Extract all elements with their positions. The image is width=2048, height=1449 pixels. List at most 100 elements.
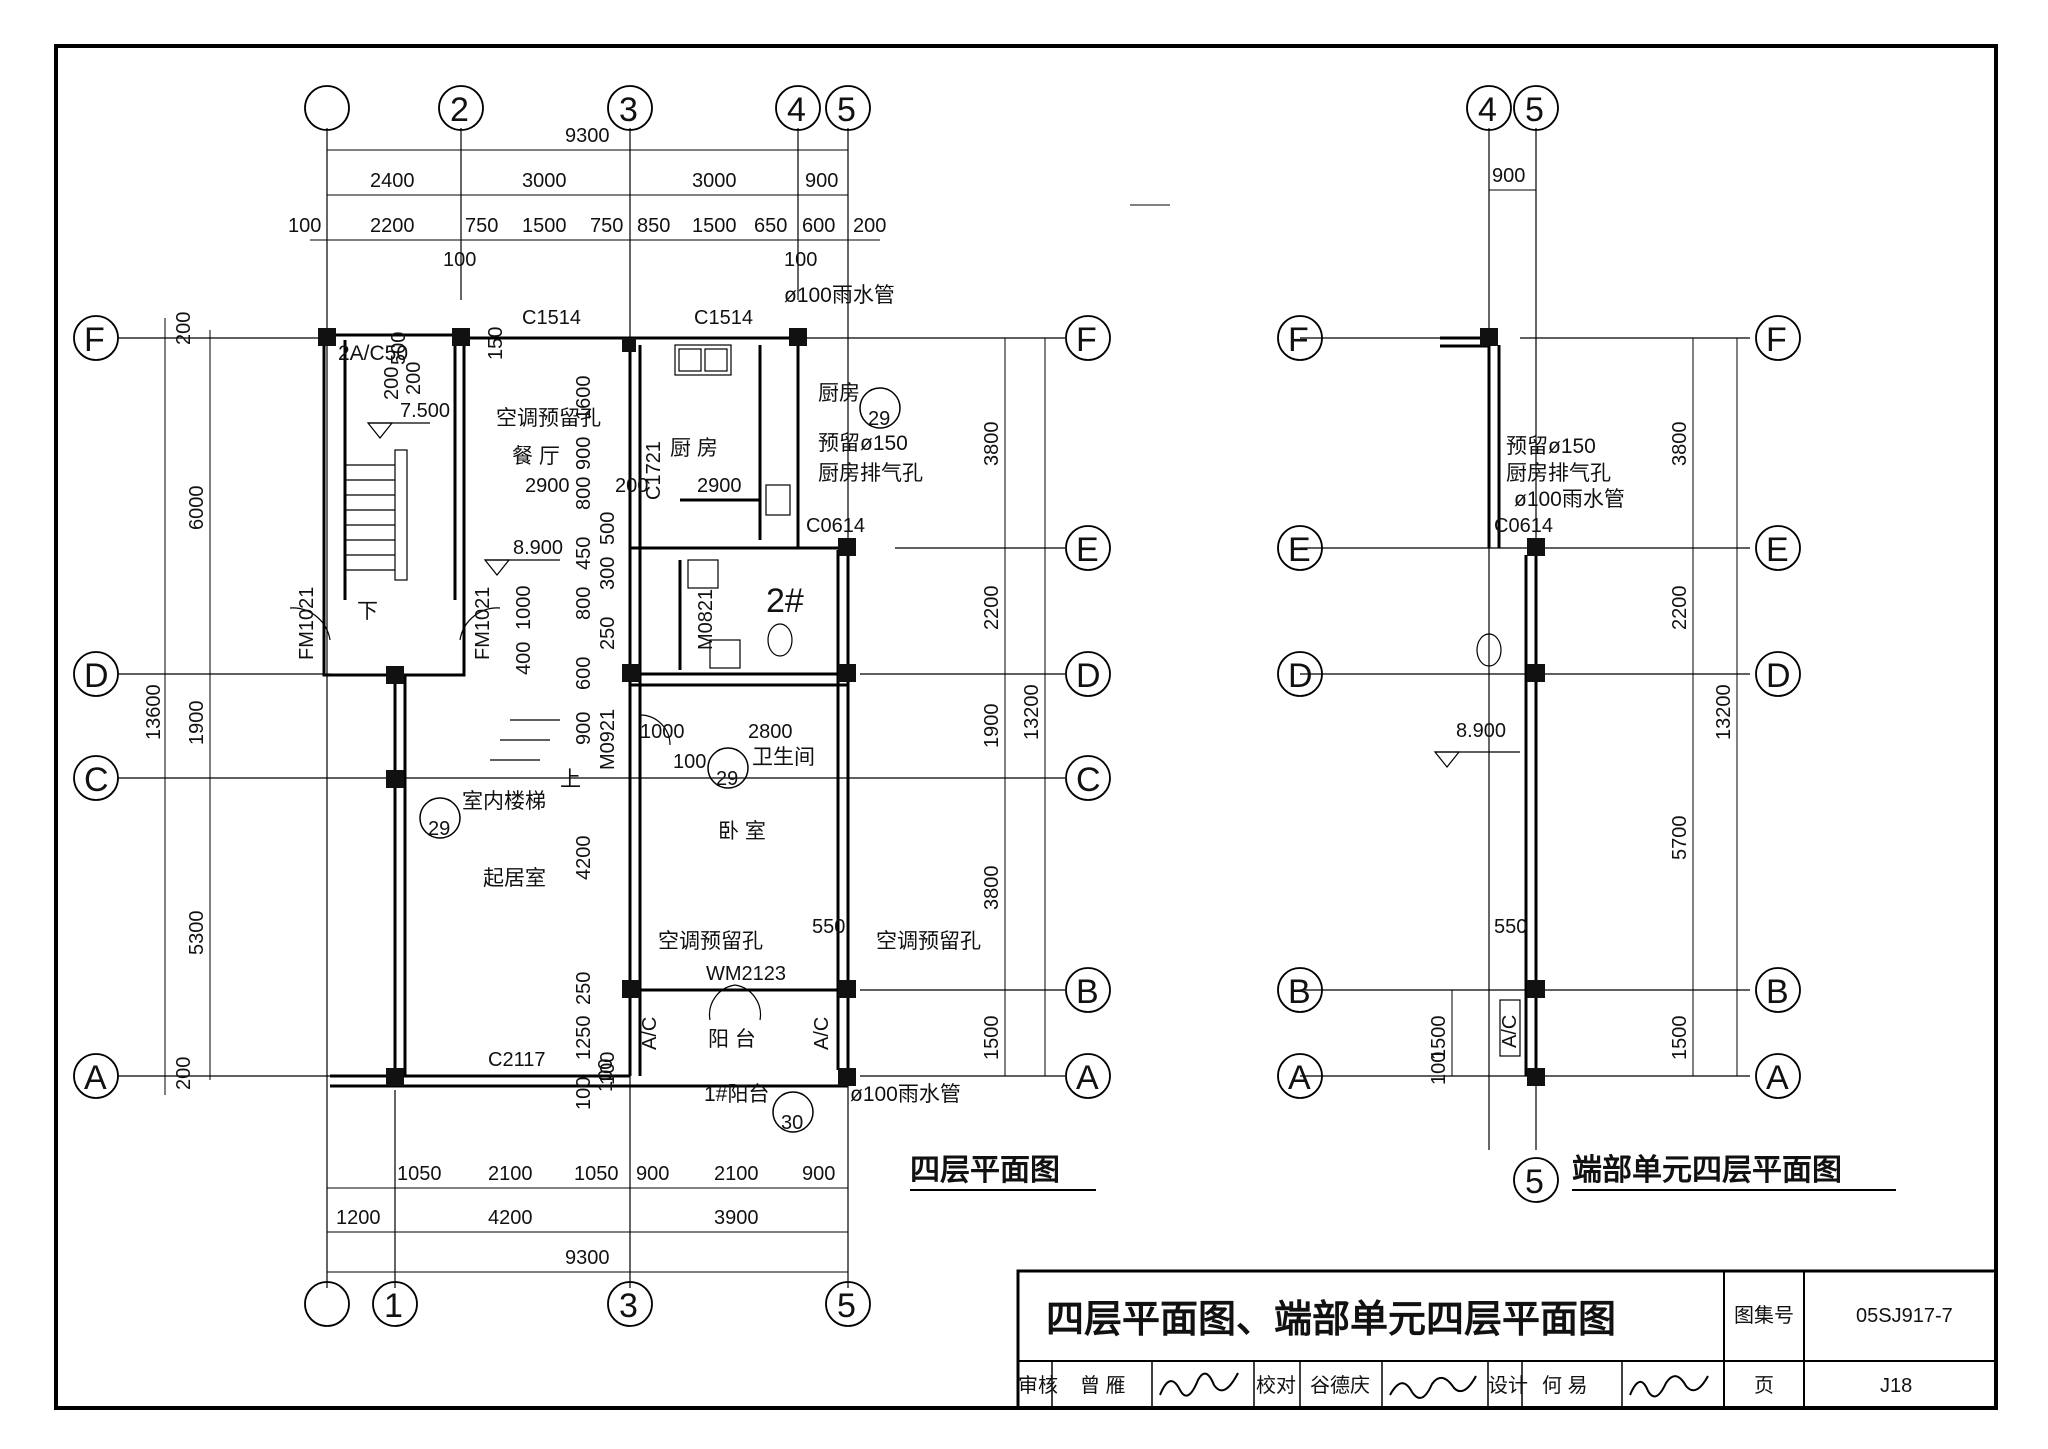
svg-text:450: 450	[573, 537, 595, 570]
note-vent-1: 预留ø150	[818, 432, 908, 455]
side-axis-e-left: E	[1288, 531, 1311, 569]
callout-wc-sheet: 29	[716, 768, 738, 790]
svg-text:200: 200	[615, 475, 648, 497]
note-ac-hole-2: 空调预留孔	[658, 930, 763, 953]
door-wm2123: WM2123	[706, 963, 786, 985]
door-m0821: M0821	[695, 589, 717, 650]
note-wc: 卫生间	[752, 746, 815, 769]
dim-top-small-2: 100	[784, 249, 817, 271]
svg-text:800: 800	[573, 587, 595, 620]
axis-label-f-left: F	[84, 321, 105, 359]
callout-balcony-sheet: 30	[781, 1112, 803, 1134]
svg-text:1600: 1600	[573, 376, 595, 421]
dim-left-1900: 1900	[186, 701, 208, 746]
svg-text:300: 300	[597, 557, 619, 590]
note-vent-2: 厨房排气孔	[818, 462, 923, 485]
svg-text:200: 200	[403, 362, 425, 395]
dim-top-r1-1: 2400	[370, 170, 415, 192]
columns	[318, 328, 856, 1086]
axis-label-e-right: E	[1076, 531, 1099, 569]
window-c1514-a: C1514	[522, 307, 581, 329]
side-dim-5700: 5700	[1669, 816, 1691, 861]
side-columns	[1480, 328, 1545, 1086]
side-dim-13200: 13200	[1713, 684, 1735, 740]
dimension-lines	[164, 149, 1046, 1273]
note-ac-hole-3: 空调预留孔	[876, 930, 981, 953]
window-c1721: C1721	[643, 441, 665, 500]
svg-text:200: 200	[381, 367, 403, 400]
svg-text:100: 100	[595, 1059, 617, 1092]
side-dim-550: 550	[1494, 916, 1527, 938]
note-ac-hole-1: 空调预留孔	[496, 407, 601, 430]
dim-right-1500: 1500	[981, 1016, 1003, 1061]
title-block-check-label: 校对	[1256, 1374, 1296, 1397]
side-axis-5: 5	[1525, 91, 1544, 129]
dim-top-r2-3: 750	[465, 215, 498, 237]
inner-dimensions: 150 1600 900 800 500 450 300 800 250 600…	[381, 327, 845, 1110]
dim-top-r2-6: 850	[637, 215, 670, 237]
side-dim-left-100: 100	[1428, 1052, 1450, 1085]
axis-label-d-left: D	[84, 657, 109, 695]
stair	[345, 449, 560, 761]
axis-label-a-right: A	[1076, 1059, 1099, 1097]
door-fm1021-a: FM1021	[296, 587, 318, 660]
svg-text:900: 900	[573, 712, 595, 745]
title-block-review-label: 审核	[1018, 1374, 1058, 1397]
room-wc: 2#	[766, 582, 804, 620]
side-axis-f-right: F	[1766, 321, 1787, 359]
dim-right-1900: 1900	[981, 704, 1003, 749]
note-kitchen: 厨房	[818, 382, 860, 405]
dim-right-3800a: 3800	[981, 422, 1003, 467]
axis-label-1-bottom: 1	[384, 1287, 403, 1325]
axis-label-a-left: A	[84, 1059, 107, 1097]
dim-top-r2-4: 1500	[522, 215, 567, 237]
title-block-page-no: J18	[1880, 1375, 1912, 1397]
window-c2117: C2117	[488, 1049, 545, 1071]
svg-text:100: 100	[573, 1077, 595, 1110]
svg-text:500: 500	[597, 512, 619, 545]
callout-kitchen-sheet: 29	[868, 408, 890, 430]
main-plan-title: 四层平面图	[910, 1154, 1060, 1187]
title-block-reviewer: 曾 雁	[1080, 1374, 1126, 1397]
dim-top-total: 9300	[565, 125, 610, 147]
title-block-sheet-title: 四层平面图、端部单元四层平面图	[1046, 1299, 1616, 1341]
side-dim-3800: 3800	[1669, 422, 1691, 467]
signature-checker	[1389, 1375, 1477, 1399]
ac-unit-1: A/C	[639, 1017, 661, 1050]
section-callouts	[419, 387, 901, 1133]
side-axis-a-left: A	[1288, 1059, 1311, 1097]
callout-stair-sheet: 29	[428, 818, 450, 840]
room-kitchen: 厨 房	[670, 437, 718, 460]
side-axis-b-left: B	[1288, 973, 1311, 1011]
elevation-8900: 8.900	[513, 537, 563, 559]
dim-bottom-r1-2: 2100	[488, 1163, 533, 1185]
side-axis-4: 4	[1478, 91, 1497, 129]
note-stair: 室内楼梯	[462, 790, 546, 813]
side-plan	[1130, 85, 1801, 1203]
side-note-pipe: ø100雨水管	[1514, 488, 1625, 511]
side-plan-title: 端部单元四层平面图	[1572, 1153, 1842, 1187]
axis-label-c-right: C	[1076, 761, 1101, 799]
side-dim-2200: 2200	[1669, 586, 1691, 631]
room-balcony: 阳 台	[708, 1028, 756, 1051]
svg-text:800: 800	[573, 477, 595, 510]
svg-text:250: 250	[573, 972, 595, 1005]
svg-text:550: 550	[812, 916, 845, 938]
kitchen-fixtures	[674, 344, 793, 669]
stair-up: 上	[560, 768, 581, 791]
svg-text:150: 150	[485, 327, 507, 360]
dim-top-r1-3: 3000	[692, 170, 737, 192]
side-axis-a-right: A	[1766, 1059, 1789, 1097]
title-block-design-label: 设计	[1488, 1374, 1528, 1397]
svg-text:900: 900	[573, 437, 595, 470]
svg-text:1250: 1250	[573, 1016, 595, 1061]
doors	[289, 607, 762, 1021]
dim-bottom-r1-5: 2100	[714, 1163, 759, 1185]
svg-text:2900: 2900	[525, 475, 570, 497]
grid-lines	[118, 128, 1065, 1288]
door-m0921: M0921	[597, 709, 619, 770]
side-ac-unit: A/C	[1499, 1015, 1521, 1048]
svg-text:2800: 2800	[748, 721, 793, 743]
dim-left-5300: 5300	[186, 911, 208, 956]
title-block-designer: 何 易	[1542, 1374, 1588, 1397]
